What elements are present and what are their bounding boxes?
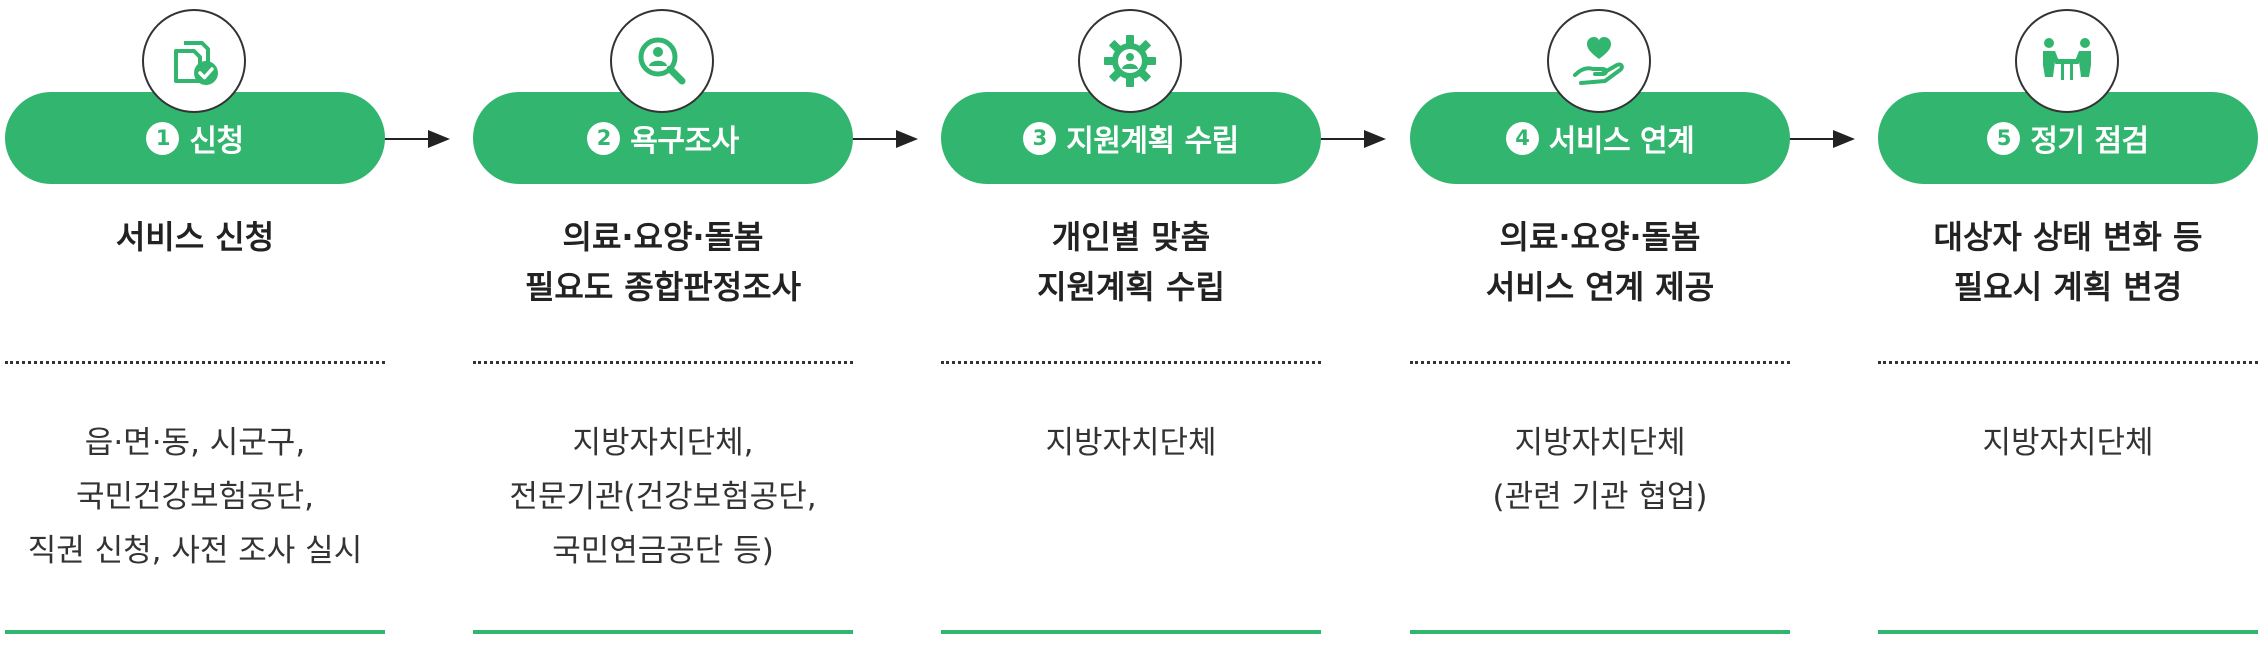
step-number-badge: 2 xyxy=(587,121,621,155)
description-line: 지원계획 수립 xyxy=(1037,268,1225,306)
agency-line: 읍·면·동, 시군구, xyxy=(84,425,306,461)
arrow-right-icon xyxy=(850,130,918,148)
arrow-right-icon xyxy=(1787,130,1855,148)
dotted-divider xyxy=(1410,361,1790,364)
bottom-divider xyxy=(1878,630,2258,634)
step-description: 서비스 신청 xyxy=(5,212,385,262)
agency-line: 전문기관(건강보험공단, xyxy=(509,479,817,515)
step-description: 의료·요양·돌봄 서비스 연계 제공 xyxy=(1410,212,1790,312)
dotted-divider xyxy=(1878,361,2258,364)
step-1: 1 신청 서비스 신청 읍·면·동, 시군구, 국민건강보험공단, 직권 신청,… xyxy=(5,0,385,650)
gear-person-icon xyxy=(1078,9,1182,113)
description-line: 필요도 종합판정조사 xyxy=(524,268,802,306)
step-title-pill: 2 욕구조사 xyxy=(473,92,853,184)
step-agency: 지방자치단체 xyxy=(1878,416,2258,470)
agency-line: 직권 신청, 사전 조사 실시 xyxy=(27,533,363,569)
step-number-badge: 3 xyxy=(1023,121,1057,155)
hand-heart-icon xyxy=(1547,9,1651,113)
step-3: 3 지원계획 수립 개인별 맞춤 지원계획 수립 지방자치단체 xyxy=(941,0,1321,650)
step-agency: 지방자치단체 (관련 기관 협업) xyxy=(1410,416,1790,524)
arrow-right-icon xyxy=(382,130,450,148)
description-line: 서비스 연계 제공 xyxy=(1485,268,1715,306)
step-5: 5 정기 점검 대상자 상태 변화 등 필요시 계획 변경 지방자치단체 xyxy=(1878,0,2258,650)
step-2: 2 욕구조사 의료·요양·돌봄 필요도 종합판정조사 지방자치단체, 전문기관(… xyxy=(473,0,853,650)
step-title: 정기 점검 xyxy=(2030,124,2149,159)
bottom-divider xyxy=(941,630,1321,634)
description-line: 의료·요양·돌봄 xyxy=(562,218,764,256)
agency-line: 국민건강보험공단, xyxy=(75,479,314,515)
description-line: 서비스 신청 xyxy=(115,218,275,256)
step-4: 4 서비스 연계 의료·요양·돌봄 서비스 연계 제공 지방자치단체 (관련 기… xyxy=(1410,0,1790,650)
dotted-divider xyxy=(5,361,385,364)
agency-line: 지방자치단체 xyxy=(1982,425,2154,461)
bottom-divider xyxy=(5,630,385,634)
bottom-divider xyxy=(473,630,853,634)
step-agency: 지방자치단체 xyxy=(941,416,1321,470)
step-title: 욕구조사 xyxy=(630,124,739,159)
dotted-divider xyxy=(473,361,853,364)
person-search-icon xyxy=(610,9,714,113)
step-number-badge: 5 xyxy=(1987,121,2021,155)
step-number-badge: 4 xyxy=(1505,121,1539,155)
arrow-right-icon xyxy=(1318,130,1386,148)
document-check-icon xyxy=(142,9,246,113)
step-number-badge: 1 xyxy=(146,121,180,155)
agency-line: (관련 기관 협업) xyxy=(1492,479,1708,515)
step-description: 개인별 맞춤 지원계획 수립 xyxy=(941,212,1321,312)
agency-line: 국민연금공단 등) xyxy=(552,533,774,569)
agency-line: 지방자치단체 xyxy=(1045,425,1217,461)
step-description: 대상자 상태 변화 등 필요시 계획 변경 xyxy=(1878,212,2258,312)
step-title: 신청 xyxy=(189,124,244,159)
bottom-divider xyxy=(1410,630,1790,634)
agency-line: 지방자치단체 xyxy=(1514,425,1686,461)
description-line: 의료·요양·돌봄 xyxy=(1499,218,1701,256)
step-title: 서비스 연계 xyxy=(1548,124,1695,159)
step-agency: 읍·면·동, 시군구, 국민건강보험공단, 직권 신청, 사전 조사 실시 xyxy=(5,416,385,578)
description-line: 개인별 맞춤 xyxy=(1051,218,1211,256)
meeting-table-icon xyxy=(2015,9,2119,113)
agency-line: 지방자치단체, xyxy=(572,425,754,461)
step-description: 의료·요양·돌봄 필요도 종합판정조사 xyxy=(473,212,853,312)
step-agency: 지방자치단체, 전문기관(건강보험공단, 국민연금공단 등) xyxy=(473,416,853,578)
description-line: 대상자 상태 변화 등 xyxy=(1933,218,2203,256)
dotted-divider xyxy=(941,361,1321,364)
description-line: 필요시 계획 변경 xyxy=(1953,268,2183,306)
step-title: 지원계획 수립 xyxy=(1066,124,1239,159)
